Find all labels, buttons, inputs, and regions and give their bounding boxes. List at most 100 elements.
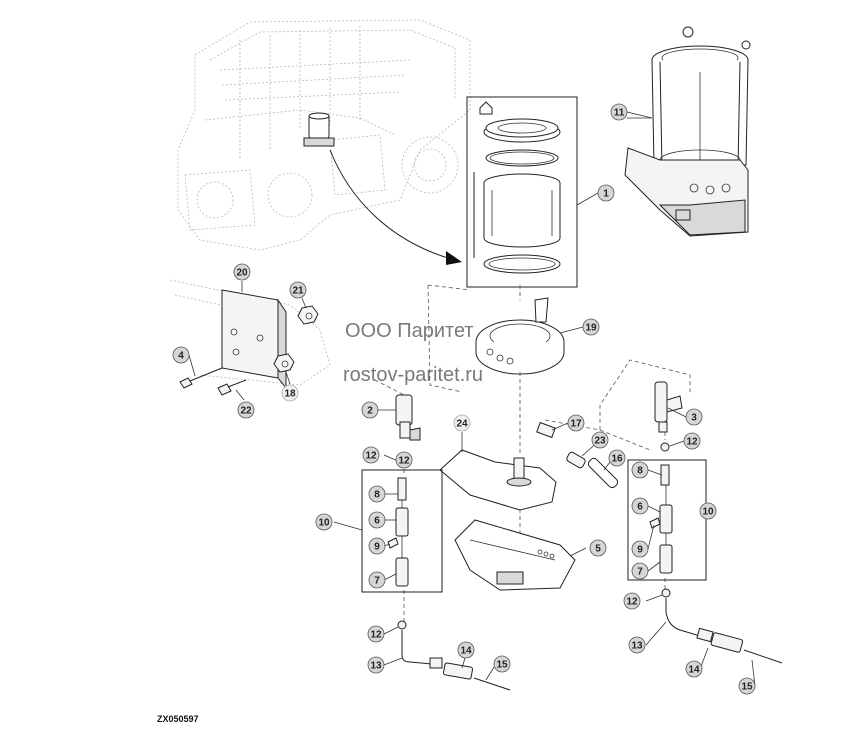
- callout-c15b: 15: [738, 677, 756, 695]
- callout-label: 3: [691, 413, 697, 424]
- callout-label: 8: [637, 466, 643, 477]
- callout-circle: [589, 539, 607, 557]
- callout-label: 12: [370, 630, 382, 641]
- callout-label: 2: [367, 406, 373, 417]
- fitting-17: [536, 421, 556, 439]
- callout-label: 8: [374, 490, 380, 501]
- bolt-4: [179, 367, 223, 389]
- callout-c18: 18: [281, 384, 299, 402]
- callout-c23: 23: [591, 431, 609, 449]
- callout-label: 22: [240, 406, 252, 417]
- detail-arrow: [329, 149, 462, 265]
- callout-c10a: 10: [315, 513, 333, 531]
- callout-circle: [281, 384, 299, 402]
- callout-c5: 5: [589, 539, 607, 557]
- callout-circle: [361, 401, 379, 419]
- callout-circle: [631, 461, 649, 479]
- callout-c2: 2: [361, 401, 379, 419]
- callout-circle: [623, 592, 641, 610]
- callout-c11: 11: [610, 103, 628, 121]
- callout-circle: [683, 432, 701, 450]
- pump-assembly-11: [624, 26, 751, 237]
- callout-circle: [685, 408, 703, 426]
- callout-c10b: 10: [699, 502, 717, 520]
- callout-circle: [368, 571, 386, 589]
- callout-circle: [368, 537, 386, 555]
- cover-24: [439, 449, 557, 511]
- callout-c19: 19: [582, 318, 600, 336]
- callout-label: 12: [626, 597, 638, 608]
- callout-label: 17: [570, 419, 582, 430]
- callout-circle: [368, 485, 386, 503]
- callout-c4: 4: [172, 346, 190, 364]
- callout-label: 14: [460, 646, 472, 657]
- nut-18: [273, 353, 295, 373]
- fitting-3: [654, 381, 683, 433]
- drawing-code: ZX050597: [157, 714, 199, 724]
- callout-circle: [597, 184, 615, 202]
- callout-label: 10: [318, 518, 330, 529]
- callout-circle: [567, 414, 585, 432]
- callout-label: 11: [614, 108, 625, 119]
- callout-label: 6: [637, 502, 643, 513]
- callout-label: 7: [637, 567, 643, 578]
- callout-c12d: 12: [623, 592, 641, 610]
- valve-group-right: [627, 442, 707, 581]
- callout-c3: 3: [685, 408, 703, 426]
- callout-c20: 20: [233, 263, 251, 281]
- callout-c8a: 8: [368, 485, 386, 503]
- callout-circle: [172, 346, 190, 364]
- callout-circle: [738, 677, 756, 695]
- callout-c16: 16: [608, 449, 626, 467]
- callout-label: 1: [603, 189, 609, 200]
- bolt-22: [217, 379, 247, 396]
- callout-circle: [453, 414, 471, 432]
- callout-circle: [608, 449, 626, 467]
- callout-c6a: 6: [368, 511, 386, 529]
- callout-label: 10: [702, 507, 714, 518]
- callout-c22: 22: [237, 401, 255, 419]
- callout-circle: [362, 446, 380, 464]
- callout-c12a: 12: [362, 446, 380, 464]
- callout-c13a: 13: [367, 656, 385, 674]
- callout-circle: [591, 431, 609, 449]
- callout-c1: 1: [597, 184, 615, 202]
- pump-location-on-engine: [303, 112, 335, 147]
- callout-c15a: 15: [493, 655, 511, 673]
- callout-c7b: 7: [631, 562, 649, 580]
- callout-c9a: 9: [368, 537, 386, 555]
- callout-label: 21: [292, 286, 304, 297]
- callout-circle: [367, 656, 385, 674]
- nut-21: [297, 305, 319, 325]
- callout-label: 19: [585, 323, 597, 334]
- callout-label: 9: [374, 542, 380, 553]
- callout-c17: 17: [567, 414, 585, 432]
- callout-circle: [395, 451, 413, 469]
- watermark-website: rostov-paritet.ru: [343, 364, 483, 386]
- callout-c7a: 7: [368, 571, 386, 589]
- callout-c14a: 14: [457, 641, 475, 659]
- callout-c9b: 9: [631, 540, 649, 558]
- callout-label: 16: [611, 454, 623, 465]
- callout-label: 14: [688, 665, 700, 676]
- callout-label: 13: [370, 661, 382, 672]
- bracket-20: [221, 289, 287, 390]
- pipe-group-left: [397, 620, 511, 691]
- callout-circle: [610, 103, 628, 121]
- callout-label: 4: [178, 351, 184, 362]
- reservoir-detail-box: [466, 96, 578, 288]
- pipe-group-right: [661, 588, 783, 664]
- elbow-fitting-2: [395, 394, 421, 441]
- tray-5: [454, 519, 576, 591]
- callout-c14b: 14: [685, 660, 703, 678]
- callout-label: 12: [686, 437, 698, 448]
- callout-label: 15: [741, 682, 753, 693]
- callout-c12e: 12: [395, 451, 413, 469]
- callout-c8b: 8: [631, 461, 649, 479]
- callout-label: 12: [398, 456, 410, 467]
- callout-label: 18: [284, 389, 296, 400]
- callout-label: 24: [456, 419, 468, 430]
- engine-ghost-outline: [177, 19, 471, 251]
